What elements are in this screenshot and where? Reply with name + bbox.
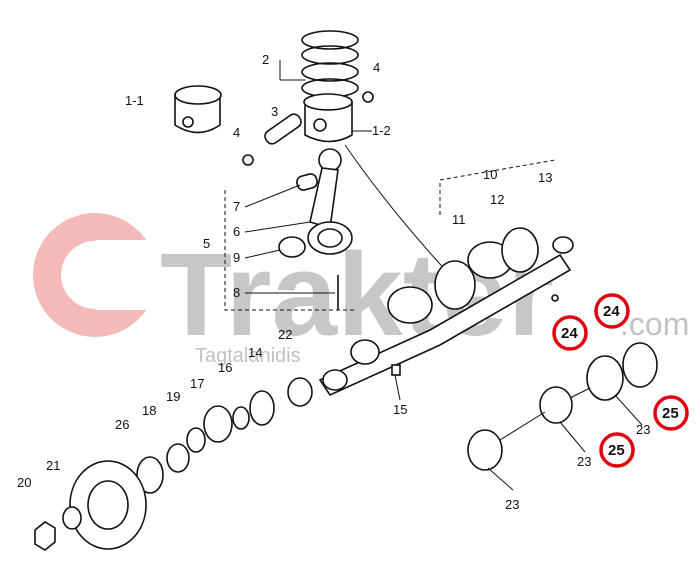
label-14: 14	[248, 345, 262, 360]
seal-22	[287, 377, 313, 407]
label-9: 9	[233, 250, 240, 265]
highlight-24a: 24	[594, 293, 630, 329]
label-12: 12	[490, 192, 504, 207]
washer-16	[232, 406, 250, 430]
label-21: 21	[46, 458, 60, 473]
pilot-bearing	[552, 236, 574, 254]
label-2: 2	[262, 52, 269, 67]
label-23b: 23	[577, 454, 591, 469]
label-26: 26	[115, 417, 129, 432]
svg-text:24: 24	[561, 325, 578, 342]
label-5: 5	[203, 236, 210, 251]
svg-text:25: 25	[608, 442, 625, 459]
label-16: 16	[218, 360, 232, 375]
main-bearing	[467, 429, 503, 471]
label-23a: 23	[505, 497, 519, 512]
piston-small-view	[174, 85, 222, 134]
label-4b: 4	[233, 125, 240, 140]
label-15: 15	[393, 402, 407, 417]
label-19: 19	[166, 389, 180, 404]
main-bearing	[539, 386, 573, 424]
rod-bearing	[278, 236, 306, 258]
highlight-25a: 25	[653, 395, 689, 431]
label-23c: 23	[636, 422, 650, 437]
highlight-25b: 25	[599, 432, 635, 468]
label-6: 6	[233, 224, 240, 239]
label-1-1: 1-1	[125, 93, 144, 108]
watermark-suffix: .com	[620, 306, 689, 342]
gear-14	[249, 390, 275, 426]
ring-19	[186, 427, 206, 453]
watermark-subtitle: Tagtalanidis	[195, 345, 301, 367]
connecting-rod	[296, 148, 353, 255]
highlight-24b: 24	[552, 315, 588, 351]
main-bearing-flanged	[586, 355, 624, 401]
seal-18	[166, 443, 190, 473]
label-10: 10	[483, 167, 497, 182]
pulley	[69, 460, 147, 550]
piston-pin	[264, 113, 302, 145]
piston-rings	[301, 30, 359, 98]
label-20: 20	[17, 475, 31, 490]
washer-21	[62, 506, 82, 530]
label-1-2: 1-2	[372, 123, 391, 138]
label-17: 17	[190, 376, 204, 391]
label-11: 11	[452, 212, 466, 227]
thrust-bearing	[622, 342, 658, 388]
plug	[551, 294, 559, 302]
label-13: 13	[538, 170, 552, 185]
label-18: 18	[142, 403, 156, 418]
spacer-26	[136, 456, 164, 494]
label-7: 7	[233, 199, 240, 214]
svg-text:24: 24	[603, 303, 620, 320]
plate-17	[203, 405, 233, 443]
label-4a: 4	[373, 60, 380, 75]
trakter-logo-gear	[33, 213, 165, 337]
nut-20	[34, 521, 56, 551]
label-8: 8	[233, 285, 240, 300]
crankshaft	[318, 227, 572, 397]
piston	[303, 93, 353, 143]
label-3: 3	[271, 104, 278, 119]
svg-text:25: 25	[662, 405, 679, 422]
key	[391, 364, 401, 376]
circlip	[362, 91, 374, 103]
label-22: 22	[278, 327, 292, 342]
circlip	[242, 154, 254, 166]
